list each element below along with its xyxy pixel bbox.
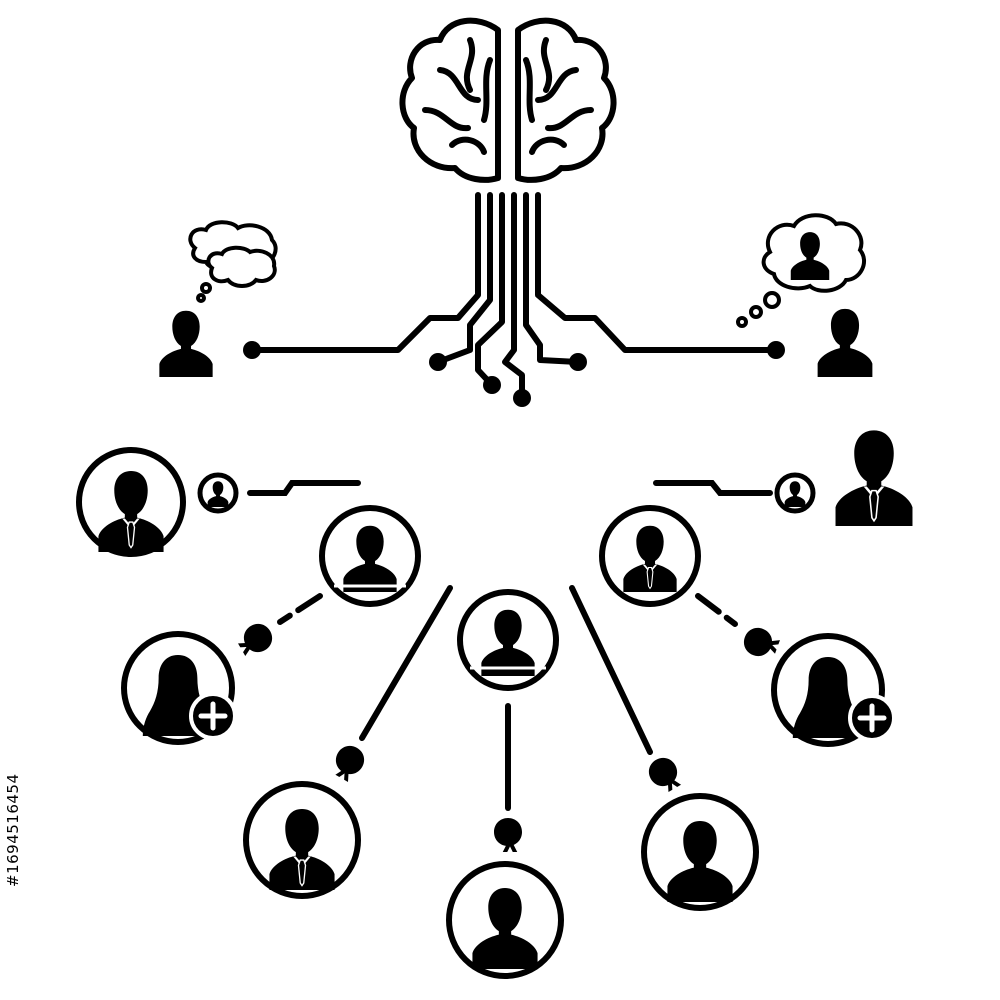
avatar-woman-add-left xyxy=(121,631,237,745)
avatar-small-right xyxy=(774,472,816,514)
avatar-businessman-right-standing xyxy=(834,429,914,527)
stock-id-watermark: #1694516454 xyxy=(4,773,22,887)
circuit-nodes xyxy=(243,341,785,407)
avatar-mid-right xyxy=(599,505,701,607)
avatar-bottom-left xyxy=(243,781,361,899)
brain-icon xyxy=(399,17,617,183)
upper-connectors xyxy=(247,480,773,496)
person-thinking-of-person-icon xyxy=(736,213,873,377)
person-thinking-cloud-icon xyxy=(159,220,278,377)
avatar-businessman-left xyxy=(76,447,186,557)
avatar-bottom-right xyxy=(641,793,759,911)
avatar-center xyxy=(457,589,559,691)
circuit-traces xyxy=(249,192,779,401)
branch-lines xyxy=(277,585,738,811)
avatar-bottom-center xyxy=(446,861,564,979)
avatar-woman-add-right xyxy=(771,633,896,747)
avatar-mid-left xyxy=(319,505,421,607)
avatar-small-left xyxy=(197,472,239,514)
